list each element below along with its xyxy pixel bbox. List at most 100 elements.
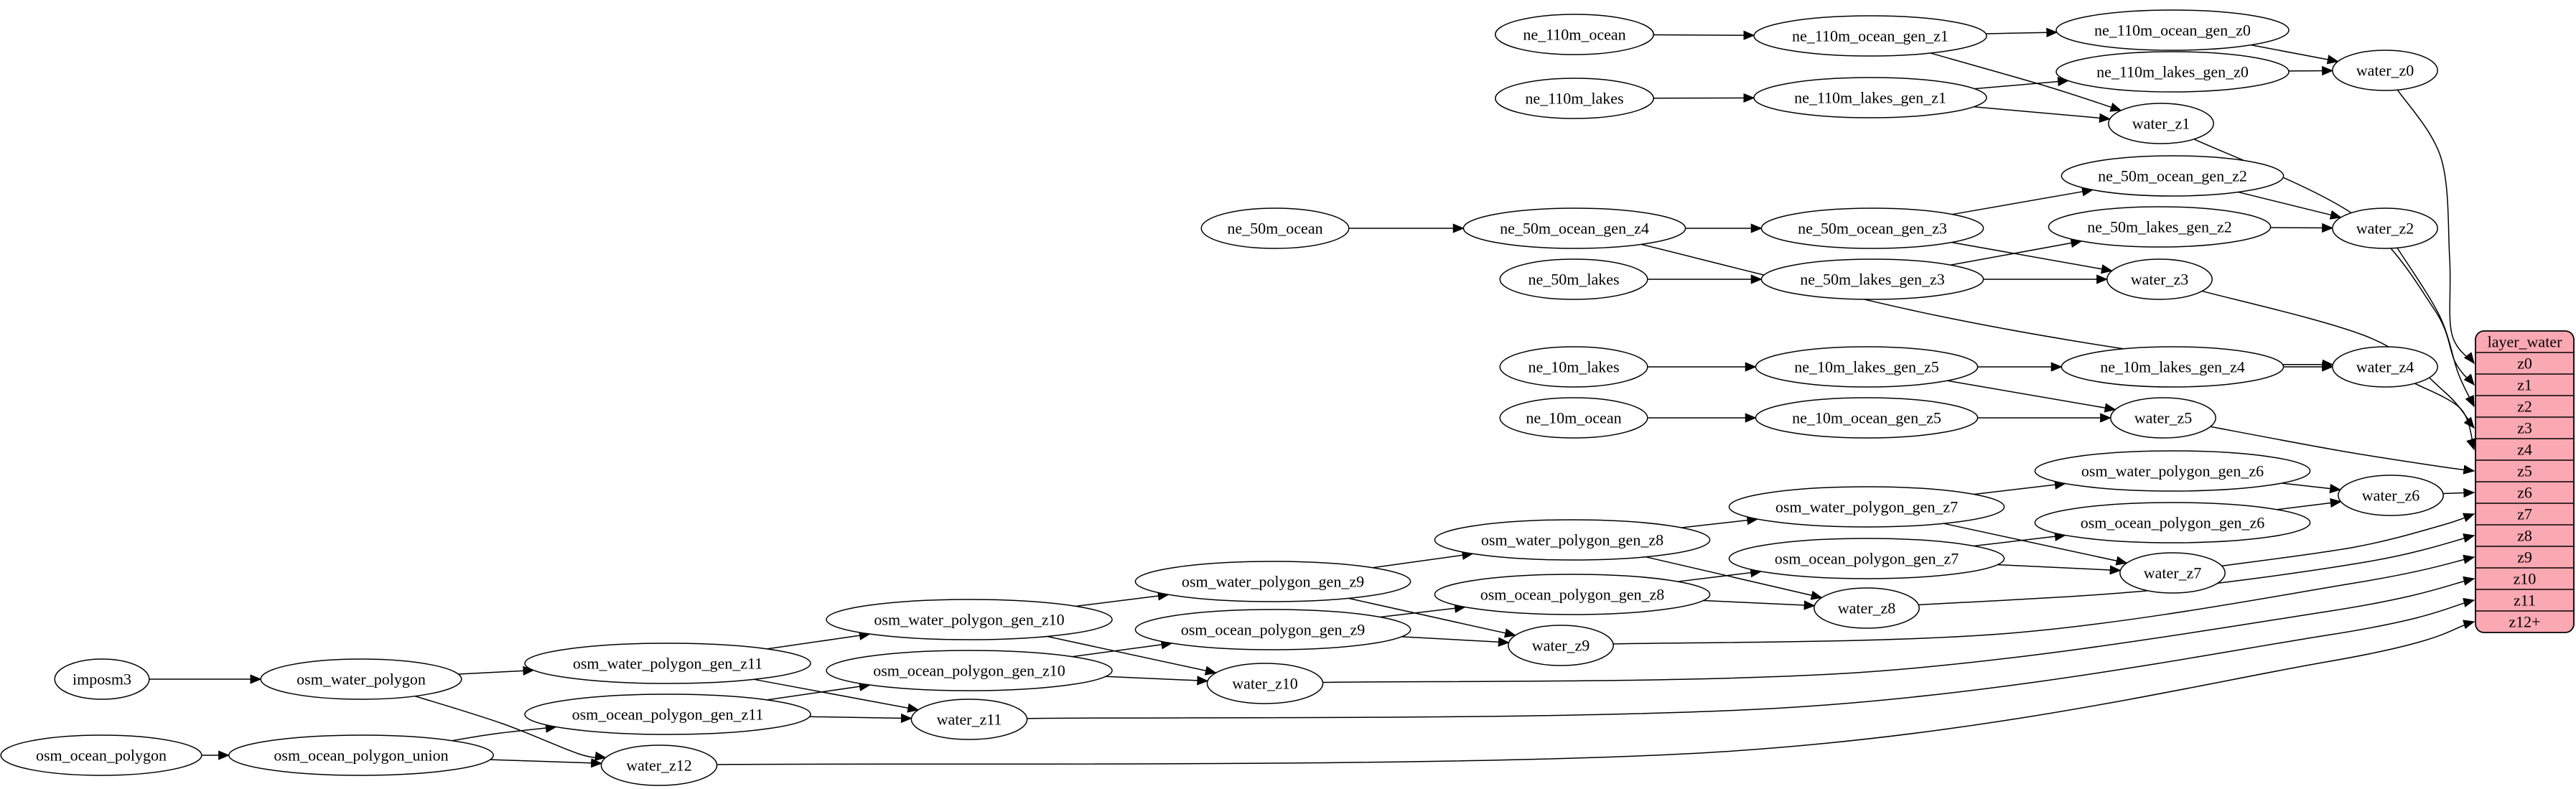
node-osm_ocean_polygon_union: osm_ocean_polygon_union: [228, 734, 494, 776]
node-ne_50m_lakes: ne_50m_lakes: [1499, 258, 1648, 300]
edge-ne_110m_ocean_gen_z0-to-water_z0: [2251, 44, 2339, 65]
edge-water_z0-to-layer_water-z0: [2397, 89, 2475, 365]
edge-osm_ocean_polygon_gen_z8-to-water_z8: [1703, 599, 1816, 610]
edge-osm_water_polygon_gen_z11-to-osm_water_polygon_gen_z10: [767, 630, 871, 650]
edge-osm_ocean_polygon_gen_z11-to-water_z11: [809, 713, 913, 724]
node-label-water_z12: water_z12: [626, 756, 692, 774]
node-ellipse-osm_water_polygon_gen_z8: [1434, 519, 1711, 561]
layer-water-row-z5: z5: [2517, 462, 2532, 480]
edge-osm_water_polygon-to-water_z12: [414, 695, 607, 761]
node-label-ne_50m_ocean: ne_50m_ocean: [1227, 219, 1322, 237]
node-label-ne_110m_lakes: ne_110m_lakes: [1525, 89, 1623, 107]
edge-osm_water_polygon_gen_z9-to-water_z9: [1348, 597, 1516, 638]
node-water_z12: water_z12: [600, 744, 718, 786]
node-ellipse-water_z1: [2108, 103, 2214, 144]
edge-osm_water_polygon-to-osm_water_polygon_gen_z11: [458, 666, 535, 676]
edge-ne_50m_lakes_gen_z3-to-ne_50m_lakes_gen_z2: [1950, 238, 2083, 266]
edge-water_z9-to-layer_water-z9: [1613, 554, 2475, 645]
node-label-osm_ocean_polygon: osm_ocean_polygon: [36, 746, 167, 764]
node-label-ne_110m_ocean_gen_z0: ne_110m_ocean_gen_z0: [2094, 21, 2251, 39]
node-ne_110m_lakes_gen_z0: ne_110m_lakes_gen_z0: [2055, 51, 2290, 93]
node-water_z10: water_z10: [1206, 663, 1324, 704]
node-label-water_z2: water_z2: [2356, 219, 2414, 237]
node-ellipse-ne_50m_ocean: [1200, 207, 1350, 249]
node-ellipse-water_z10: [1206, 663, 1324, 704]
node-ellipse-water_z7: [2119, 552, 2226, 594]
node-ellipse-osm_ocean_polygon: [0, 734, 202, 776]
node-osm_ocean_polygon_gen_z7: osm_ocean_polygon_gen_z7: [1728, 538, 2005, 579]
node-ellipse-water_z4: [2332, 346, 2438, 388]
edge-water_z12-to-layer_water-z12+: [717, 620, 2475, 765]
node-label-ne_50m_ocean_gen_z4: ne_50m_ocean_gen_z4: [1500, 219, 1649, 237]
node-ne_50m_lakes_gen_z2: ne_50m_lakes_gen_z2: [2048, 206, 2272, 248]
node-water_z7: water_z7: [2119, 552, 2226, 594]
edge-ne_110m_ocean_gen_z1-to-ne_110m_ocean_gen_z0: [1986, 27, 2058, 38]
node-ellipse-water_z9: [1508, 625, 1614, 666]
edge-water_z7-to-layer_water-z7: [2221, 513, 2475, 567]
node-osm_ocean_polygon_gen_z9: osm_ocean_polygon_gen_z9: [1134, 609, 1411, 650]
node-osm_water_polygon_gen_z10: osm_water_polygon_gen_z10: [826, 599, 1113, 640]
node-ellipse-osm_ocean_polygon_gen_z8: [1434, 574, 1711, 615]
node-ne_10m_lakes_gen_z5: ne_10m_lakes_gen_z5: [1755, 346, 1979, 388]
edges-layer: [149, 27, 2475, 768]
edge-osm_ocean_polygon_union-to-water_z12: [490, 758, 603, 768]
edge-water_z11-to-layer_water-z11: [1027, 597, 2475, 719]
node-imposm3: imposm3: [54, 658, 150, 700]
node-osm_water_polygon_gen_z9: osm_water_polygon_gen_z9: [1134, 561, 1411, 602]
node-label-ne_10m_lakes_gen_z4: ne_10m_lakes_gen_z4: [2100, 358, 2245, 375]
edge-osm_ocean_polygon_gen_z10-to-water_z10: [1106, 676, 1209, 686]
edge-osm_water_polygon_gen_z6-to-water_z6: [2282, 482, 2342, 494]
edge-ne_110m_ocean-to-ne_110m_ocean_gen_z1: [1653, 30, 1755, 40]
layer-water-row-z2: z2: [2517, 397, 2532, 415]
node-label-water_z8: water_z8: [1838, 599, 1896, 617]
node-ellipse-ne_50m_ocean_gen_z2: [2061, 155, 2285, 197]
node-label-ne_10m_ocean_gen_z5: ne_10m_ocean_gen_z5: [1792, 408, 1941, 426]
node-label-ne_50m_ocean_gen_z3: ne_50m_ocean_gen_z3: [1798, 219, 1947, 237]
node-ellipse-osm_water_polygon_gen_z11: [524, 643, 811, 684]
node-ellipse-osm_water_polygon_gen_z7: [1728, 486, 2005, 528]
node-label-ne_110m_lakes_gen_z0: ne_110m_lakes_gen_z0: [2096, 62, 2249, 80]
layer-water-row-z8: z8: [2517, 526, 2532, 544]
layer-water-row-z3: z3: [2517, 419, 2532, 436]
edge-osm_ocean_polygon_gen_z9-to-water_z9: [1401, 636, 1510, 647]
edge-osm_water_polygon_gen_z8-to-water_z8: [1646, 556, 1823, 600]
edge-osm_water_polygon_gen_z11-to-water_z11: [754, 678, 920, 713]
node-label-ne_110m_ocean: ne_110m_ocean: [1523, 25, 1625, 43]
node-ellipse-osm_water_polygon_gen_z9: [1134, 561, 1411, 602]
node-ellipse-osm_water_polygon_gen_z6: [2034, 450, 2311, 492]
edge-ne_50m_ocean_gen_z4-to-water_z4: [1641, 243, 2334, 369]
layer-water-row-z10: z10: [2514, 569, 2537, 587]
node-label-osm_water_polygon_gen_z7: osm_water_polygon_gen_z7: [1775, 498, 1958, 515]
node-ellipse-water_z5: [2110, 397, 2216, 439]
node-osm_ocean_polygon_gen_z6: osm_ocean_polygon_gen_z6: [2034, 502, 2311, 543]
node-ellipse-osm_ocean_polygon_gen_z6: [2034, 502, 2311, 543]
node-ellipse-ne_110m_lakes_gen_z0: [2055, 51, 2290, 93]
node-water_z9: water_z9: [1508, 625, 1614, 666]
layer-water-row-z11: z11: [2514, 591, 2536, 609]
edge-ne_110m_lakes_gen_z1-to-ne_110m_lakes_gen_z0: [1974, 77, 2070, 90]
edge-osm_ocean_polygon_gen_z10-to-osm_ocean_polygon_gen_z9: [1072, 640, 1173, 658]
node-label-water_z11: water_z11: [937, 710, 1002, 728]
node-osm_ocean_polygon_gen_z8: osm_ocean_polygon_gen_z8: [1434, 574, 1711, 615]
node-ellipse-ne_50m_lakes_gen_z3: [1760, 258, 1984, 300]
node-osm_ocean_polygon: osm_ocean_polygon: [0, 734, 202, 776]
node-ellipse-ne_50m_ocean_gen_z4: [1462, 207, 1686, 249]
node-water_z3: water_z3: [2106, 258, 2213, 300]
node-label-ne_10m_lakes: ne_10m_lakes: [1528, 358, 1619, 375]
layer-water-row-z4: z4: [2517, 440, 2532, 458]
node-ellipse-water_z8: [1814, 587, 1920, 629]
node-ne_50m_lakes_gen_z3: ne_50m_lakes_gen_z3: [1760, 258, 1984, 300]
edge-water_z8-to-layer_water-z8: [1918, 533, 2475, 606]
node-label-osm_water_polygon_gen_z6: osm_water_polygon_gen_z6: [2081, 462, 2264, 480]
edge-water_z10-to-layer_water-z10: [1322, 576, 2475, 683]
node-ellipse-ne_110m_ocean_gen_z1: [1753, 15, 1987, 57]
edge-ne_50m_ocean_gen_z3-to-ne_50m_ocean_gen_z2: [1952, 187, 2094, 215]
node-label-imposm3: imposm3: [73, 670, 131, 688]
node-label-water_z7: water_z7: [2144, 564, 2202, 582]
node-osm_water_polygon_gen_z11: osm_water_polygon_gen_z11: [524, 643, 811, 684]
edge-ne_10m_lakes_gen_z5-to-water_z5: [1947, 380, 2117, 413]
node-label-osm_ocean_polygon_gen_z11: osm_ocean_polygon_gen_z11: [572, 705, 764, 723]
node-label-osm_ocean_polygon_union: osm_ocean_polygon_union: [274, 746, 448, 764]
node-label-ne_50m_lakes_gen_z3: ne_50m_lakes_gen_z3: [1800, 270, 1945, 288]
node-ellipse-osm_ocean_polygon_union: [228, 734, 494, 776]
